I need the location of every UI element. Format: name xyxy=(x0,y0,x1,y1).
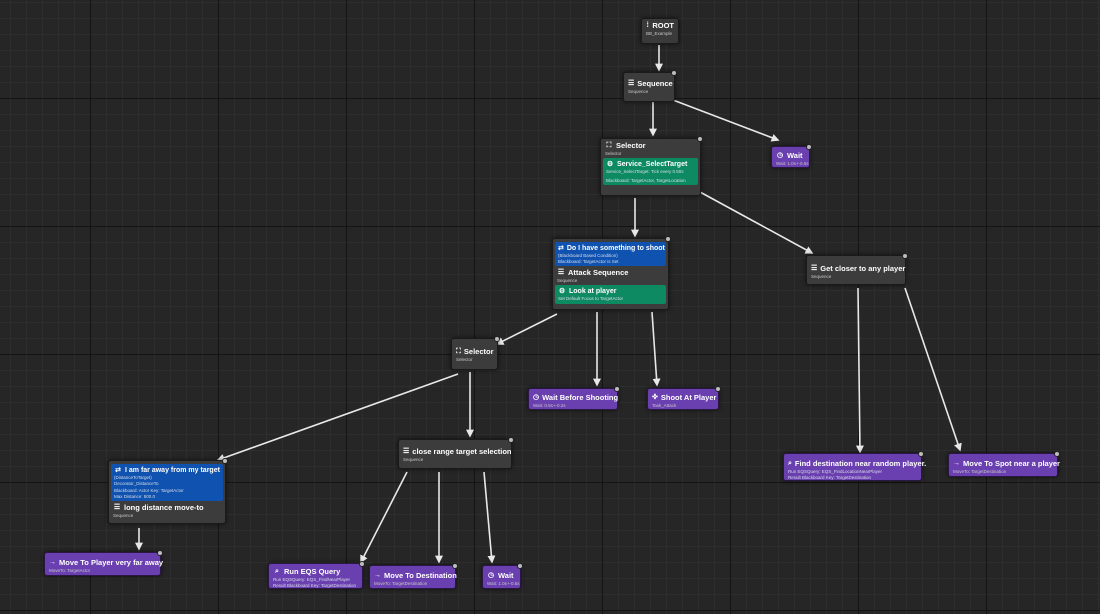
eqs-icon: ⌕ xyxy=(275,568,279,575)
task-find-destination-near-random-player[interactable]: ⌕Find destination near random player. Ru… xyxy=(783,451,926,481)
sequence-icon: ☰ xyxy=(557,269,565,276)
node-port[interactable] xyxy=(614,386,620,392)
eqs-icon: ⌕ xyxy=(788,460,792,467)
node-port[interactable] xyxy=(508,437,514,443)
task-shoot-at-player[interactable]: ✜Shoot At Player Task_Attack xyxy=(647,386,721,410)
node-port[interactable] xyxy=(359,561,365,567)
sequence-icon: ☰ xyxy=(628,80,635,87)
selector-icon: ⛶ xyxy=(606,142,612,149)
node-port[interactable] xyxy=(452,563,458,569)
node-port[interactable] xyxy=(671,70,677,76)
sequence-icon: ☰ xyxy=(403,448,410,455)
selector-node-main[interactable]: ⛶Selector Selector ⚙Service_SelectTarget… xyxy=(600,136,703,196)
node-port[interactable] xyxy=(665,236,671,242)
task-wait-top[interactable]: ◷Wait Wait: 1.0s+-0.5s xyxy=(771,144,812,168)
sequence-icon: ☰ xyxy=(811,265,818,272)
wait-icon: ◷ xyxy=(487,572,495,579)
long-distance-sequence-node[interactable]: ⇄I am far away from my target (DistanceT… xyxy=(108,458,228,524)
get-closer-sequence-node[interactable]: ☰Get closer to any player Sequence xyxy=(806,253,908,285)
wire-selector-getcloser xyxy=(699,191,814,254)
selector-node-mid[interactable]: ⛶Selector Selector xyxy=(451,336,500,370)
sequence-icon: ☰ xyxy=(113,504,121,511)
service-select-target[interactable]: ⚙Service_SelectTarget Service_SelectTarg… xyxy=(603,158,698,185)
wait-icon: ◷ xyxy=(776,152,784,159)
task-wait-before-shooting[interactable]: ◷Wait Before Shooting Wait: 0.5s+-0.2s xyxy=(528,386,620,410)
service-look-at-player[interactable]: ⚙Look at player Set Default Focus to Tar… xyxy=(555,285,666,304)
task-run-eqs-query[interactable]: ⌕Run EQS Query Run EQSQuery: EQS_FindNea… xyxy=(268,561,365,589)
task-move-to-spot-near-player[interactable]: →Move To Spot near a player MoveTo: Targ… xyxy=(948,451,1060,477)
service-icon: ⚙ xyxy=(606,161,614,168)
attack-sequence-node[interactable]: ⇄Do I have something to shoot (Blackboar… xyxy=(552,236,671,310)
move-to-icon: → xyxy=(49,559,56,566)
root-node[interactable]: ⁞ROOT BB_Example xyxy=(641,18,679,44)
decorator-icon: ⇄ xyxy=(115,467,121,474)
wire-selmid-faraway xyxy=(216,373,459,462)
node-port[interactable] xyxy=(806,144,812,150)
move-to-icon: → xyxy=(374,572,381,579)
sequence-node-main[interactable]: ☰Sequence Sequence xyxy=(623,70,677,102)
root-icon: ⁞ xyxy=(646,22,649,29)
node-port[interactable] xyxy=(918,451,924,457)
node-port[interactable] xyxy=(1054,451,1060,457)
node-port[interactable] xyxy=(157,550,163,556)
wire-attack-shoot xyxy=(651,311,661,387)
selector-icon: ⛶ xyxy=(456,348,461,355)
node-port[interactable] xyxy=(715,386,721,392)
decorator-icon: ⇄ xyxy=(558,245,564,252)
decorator-do-i-have-something-to-shoot[interactable]: ⇄Do I have something to shoot (Blackboar… xyxy=(555,242,666,266)
node-port[interactable] xyxy=(697,136,703,142)
wait-icon: ◷ xyxy=(533,394,540,401)
service-icon: ⚙ xyxy=(558,288,566,295)
move-to-icon: → xyxy=(953,460,960,467)
wire-sequence-wait xyxy=(672,99,780,142)
node-port[interactable] xyxy=(222,458,228,464)
node-port[interactable] xyxy=(517,563,523,569)
wire-attack-selector xyxy=(495,313,558,345)
wire-getcloser-find xyxy=(855,287,864,454)
decorator-far-away-from-target[interactable]: ⇄I am far away from my target (DistanceT… xyxy=(111,464,223,501)
task-move-to-destination[interactable]: →Move To Destination MoveTo: TargetDesti… xyxy=(369,563,458,589)
wire-close-wait xyxy=(483,471,496,564)
shoot-task-icon: ✜ xyxy=(652,394,658,401)
task-move-to-player-far[interactable]: →Move To Player very far away MoveTo: Ta… xyxy=(44,550,163,576)
close-range-sequence-node[interactable]: ☰close range target selection Sequence xyxy=(398,437,514,469)
wire-close-eqs xyxy=(360,471,408,564)
wire-getcloser-movespot xyxy=(904,287,962,452)
node-port[interactable] xyxy=(902,253,908,259)
node-port[interactable] xyxy=(494,336,500,342)
task-wait-bottom[interactable]: ◷Wait Wait: 1.0s+-0.5s xyxy=(482,563,523,589)
